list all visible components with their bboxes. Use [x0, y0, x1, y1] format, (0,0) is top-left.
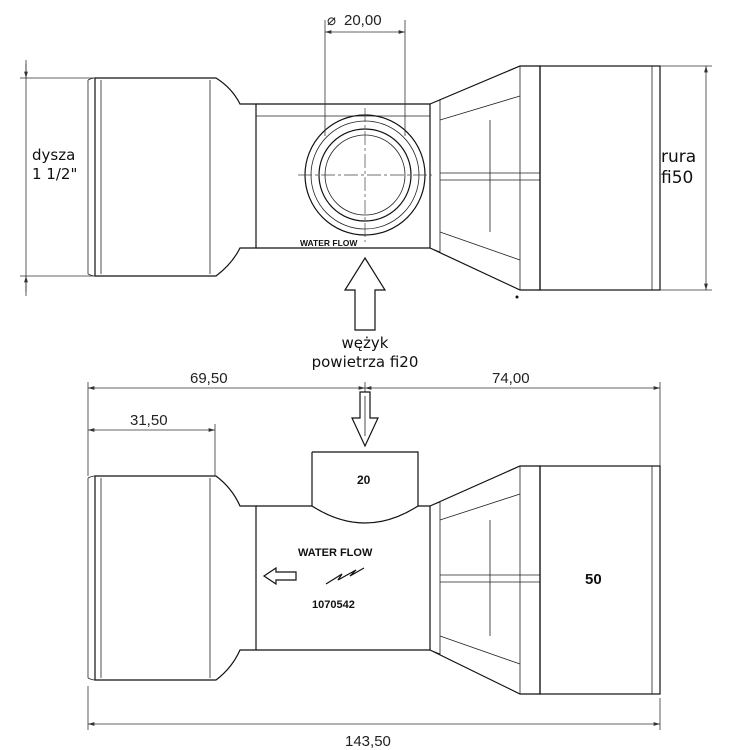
top-view: ⌀ 20,00 WATER FLOW: [20, 12, 712, 299]
front-cone: [429, 465, 541, 695]
nozzle-label-line2: 1 1/2": [32, 164, 78, 183]
front-body: [256, 505, 431, 651]
diameter-symbol: ⌀: [327, 12, 336, 29]
pipe-label: rura fi50: [661, 147, 696, 190]
front-flow-text: WATER FLOW: [298, 547, 373, 559]
front-part-number: 1070542: [312, 599, 355, 611]
top-cone: [429, 65, 541, 291]
dim-right-value: 74,00: [492, 370, 530, 387]
hose-label-line2: powietrza fi20: [311, 352, 419, 371]
top-nozzle: [94, 77, 257, 277]
top-body: [256, 103, 431, 249]
front-inlet-size: 20: [357, 473, 371, 487]
dim-nozzle-value: 31,50: [130, 412, 168, 429]
top-pipe-height-dimension: [660, 65, 712, 291]
dimension-right: 74,00: [365, 370, 660, 390]
hose-label: wężyk powietrza fi20: [300, 334, 430, 372]
front-view: 20 WATER FLOW 1070542 50 69,50 74,00 31,…: [87, 370, 661, 750]
front-inlet-boss: [311, 451, 419, 506]
top-pipe-end: [539, 65, 661, 291]
nozzle-label-line1: dysza: [32, 146, 76, 164]
front-nozzle: [94, 475, 257, 681]
pipe-label-line1: rura: [661, 147, 697, 167]
top-flow-text: WATER FLOW: [300, 238, 358, 248]
pipe-label-line2: fi50: [661, 168, 694, 189]
hose-label-line1: wężyk: [341, 334, 389, 352]
top-inlet-port: [298, 108, 432, 242]
flow-direction-arrow-icon: [262, 566, 297, 586]
top-nozzle-height-dimension: [20, 60, 95, 296]
front-pipe-end: [539, 465, 661, 695]
dimension-left: 69,50: [88, 370, 365, 390]
nozzle-label: dysza 1 1/2": [32, 146, 77, 184]
dimension-nozzle: 31,50: [88, 412, 215, 432]
hose-arrow-up-icon: [343, 256, 387, 331]
top-diameter-value: 20,00: [344, 12, 382, 29]
dimension-total: 143,50: [87, 686, 661, 750]
front-outlet-size: 50: [585, 571, 602, 588]
dim-total-value: 143,50: [345, 733, 391, 750]
dim-left-value: 69,50: [190, 370, 228, 387]
top-diameter-dimension: ⌀ 20,00: [324, 12, 406, 136]
flow-symbol-icon: [325, 567, 365, 585]
